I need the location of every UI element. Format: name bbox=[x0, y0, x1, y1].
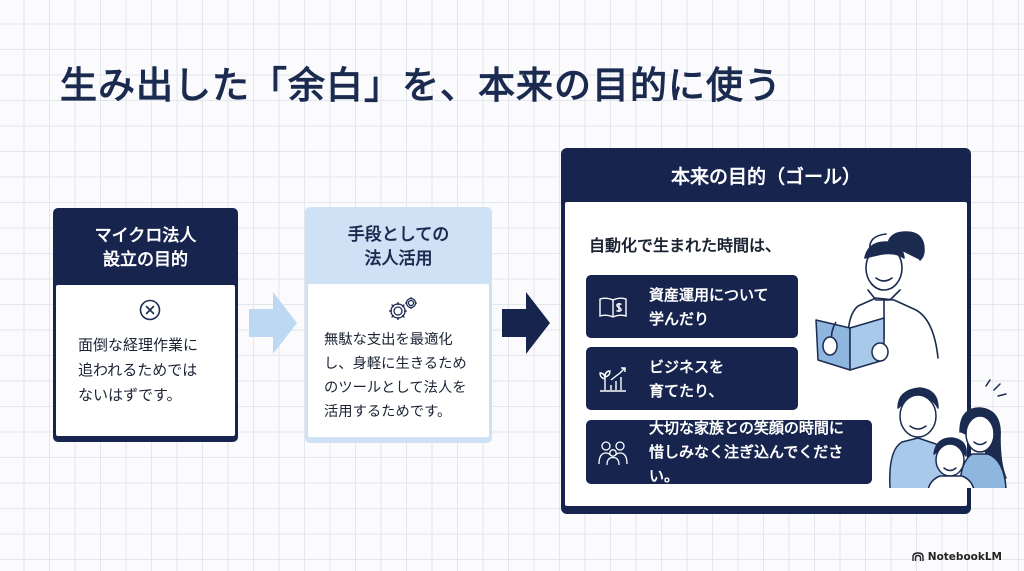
goal-item-investing-text: 資産運用について 学んだり bbox=[649, 285, 769, 328]
arrow-right-dark-icon bbox=[502, 292, 550, 354]
incorporation-purpose-text: 面倒な経理作業に 追われるためでは ないはずです。 bbox=[78, 336, 199, 404]
notebooklm-logo-icon bbox=[912, 552, 924, 561]
goal-item-business-text: ビジネスを 育てたり、 bbox=[649, 357, 725, 400]
plant-growth-icon bbox=[599, 366, 626, 392]
means-text: 無駄な支出を最適化 し、身軽に生きるため のツールとして法人を 活用するためです… bbox=[324, 332, 467, 420]
goal-intro: 自動化で生まれた時間は、 bbox=[589, 236, 782, 255]
arrow-right-light-icon bbox=[249, 292, 297, 354]
incorporation-purpose-heading: マイクロ法人 設立の目的 bbox=[94, 226, 197, 270]
goal-item-family-text: 大切な家族との笑顔の時間に 惜しみなく注ぎ込んでください。 bbox=[649, 419, 844, 485]
gears-icon bbox=[388, 297, 417, 320]
incorporation-purpose-card: マイクロ法人 設立の目的 面倒な経理作業に 追われるためでは ないはずです。 bbox=[53, 208, 238, 442]
family-illustration bbox=[815, 231, 1007, 488]
means-card: 手段としての 法人活用 無駄な支出を最適化 し、身軽に生きるため のツールとして… bbox=[305, 207, 492, 443]
goal-item-investing: 資産運用について 学んだり bbox=[586, 275, 798, 338]
page-title: 生み出した「余白」を、本来の目的に使う bbox=[60, 64, 782, 107]
goal-item-family: 大切な家族との笑顔の時間に 惜しみなく注ぎ込んでください。 bbox=[586, 419, 872, 485]
book-dollar-icon bbox=[599, 297, 627, 318]
means-heading: 手段としての 法人活用 bbox=[347, 225, 450, 269]
means-body: 無駄な支出を最適化 し、身軽に生きるため のツールとして法人を 活用するためです… bbox=[308, 284, 489, 437]
x-circle-icon bbox=[139, 299, 160, 321]
brand-mark: NotebookLM bbox=[912, 551, 1002, 563]
goal-item-business: ビジネスを 育てたり、 bbox=[586, 347, 798, 410]
incorporation-purpose-body: 面倒な経理作業に 追われるためでは ないはずです。 bbox=[56, 285, 235, 436]
goal-heading: 本来の目的（ゴール） bbox=[670, 166, 861, 188]
family-icon bbox=[598, 441, 628, 466]
brand-label: NotebookLM bbox=[927, 551, 1002, 563]
